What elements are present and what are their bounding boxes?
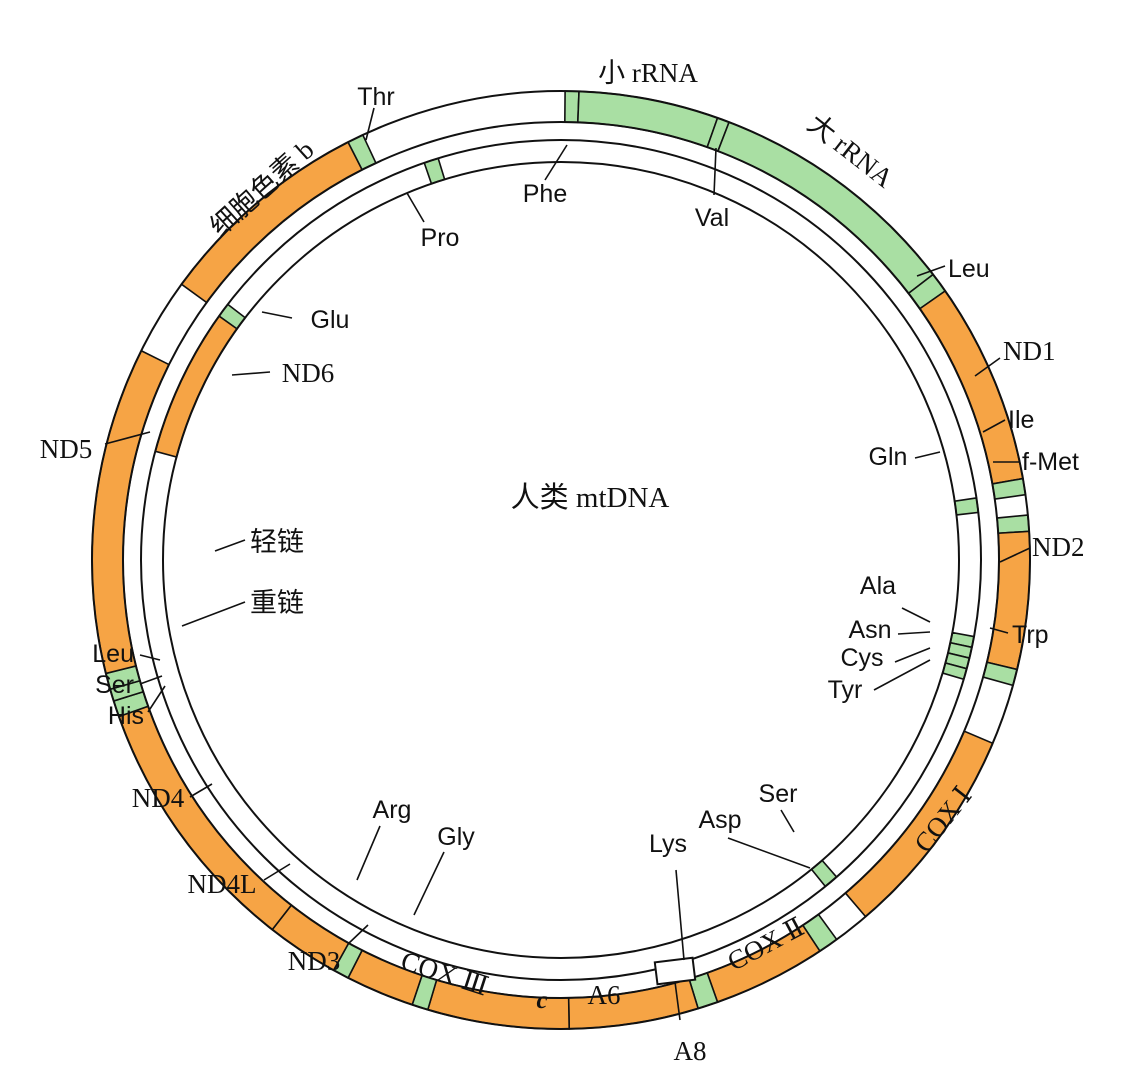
thr-leader (365, 107, 375, 141)
ser-inner-label: Ser (759, 780, 798, 808)
val-leader (713, 147, 717, 196)
outer-ring-outer-edge (91, 90, 1031, 1030)
ala-label: Ala (860, 572, 896, 600)
nd4-label: ND4 (132, 783, 185, 813)
nd4l-leader (263, 863, 291, 881)
cys-leader (894, 647, 931, 663)
light-strand-label: 轻链 (250, 527, 304, 557)
nd1-leader (974, 357, 1001, 377)
fmet-label: f-Met (1022, 448, 1079, 476)
trp-label: Trp (1012, 621, 1049, 649)
gln-trna-segment (953, 497, 980, 516)
asn-label: Asn (848, 616, 891, 644)
nd5-leader (104, 431, 151, 445)
diagram-title: 人类 mtDNA (511, 481, 670, 514)
a6-label: A6 (588, 980, 621, 1010)
nd2-label: ND2 (1032, 532, 1085, 562)
nd4-leader (189, 783, 213, 798)
lys-label: Lys (649, 830, 687, 858)
leader-lines (104, 107, 1031, 1021)
thr-label: Thr (357, 83, 395, 111)
gly-label: Gly (437, 823, 475, 851)
nd3-label: ND3 (288, 946, 341, 976)
outer-ring-inner-edge (122, 121, 1000, 999)
asn-leader (897, 631, 931, 635)
val-label: Val (695, 204, 729, 232)
nd6-leader (231, 371, 271, 376)
c-label: c (536, 987, 547, 1014)
a8-box (653, 956, 697, 986)
nd3-leader (347, 924, 369, 945)
pro-label: Pro (421, 224, 460, 252)
phe-label: Phe (523, 180, 567, 208)
fmet-trna-segment (996, 514, 1030, 535)
asp-leader (727, 837, 811, 869)
tyr-label: Tyr (828, 676, 863, 704)
a8-leader (674, 981, 681, 1021)
arg-label: Arg (373, 796, 412, 824)
leu-top-leader (916, 265, 946, 277)
arg-leader (356, 825, 381, 881)
nd4l-label: ND4L (188, 869, 257, 899)
asp-label: Asp (698, 806, 741, 834)
nd6-label: ND6 (282, 358, 335, 388)
ile-label: Ile (1008, 406, 1034, 434)
phe-trna-segment (564, 90, 580, 124)
small-rrna-label: 小 rRNA (598, 58, 698, 88)
ser-left-label: Ser (95, 671, 134, 699)
leu-left-leader (139, 654, 161, 661)
tyr-leader (873, 659, 931, 691)
nd2-leader (999, 547, 1031, 563)
ser-left-leader (139, 675, 163, 685)
gln-leader (914, 451, 941, 459)
glu-label: Glu (311, 306, 350, 334)
lys-leader (675, 869, 685, 961)
heavy-strand-leader (181, 601, 246, 627)
leu-top-label: Leu (948, 255, 990, 283)
pro-leader (406, 192, 425, 223)
his-label: His (108, 702, 144, 730)
leu-left-label: Leu (92, 640, 134, 668)
light-strand-leader (214, 539, 246, 552)
inner-ring-inner-edge (162, 161, 960, 959)
phe-leader (544, 144, 568, 181)
his-left-leader (147, 685, 166, 713)
ile-leader (982, 419, 1006, 433)
ring-outlines (91, 90, 1031, 1030)
ser-inner-leader (780, 809, 795, 833)
gln-label: Gln (869, 443, 908, 471)
ala-leader (901, 607, 931, 623)
a8-label: A8 (674, 1036, 707, 1066)
gly-leader (413, 851, 445, 916)
inner-ring-outer-edge (140, 139, 982, 981)
trp-leader (989, 627, 1009, 634)
glu-leader (261, 311, 293, 319)
heavy-strand-label: 重链 (250, 588, 304, 618)
nd5-label: ND5 (40, 434, 93, 464)
nd1-label: ND1 (1003, 336, 1056, 366)
cys-label: Cys (840, 644, 883, 672)
